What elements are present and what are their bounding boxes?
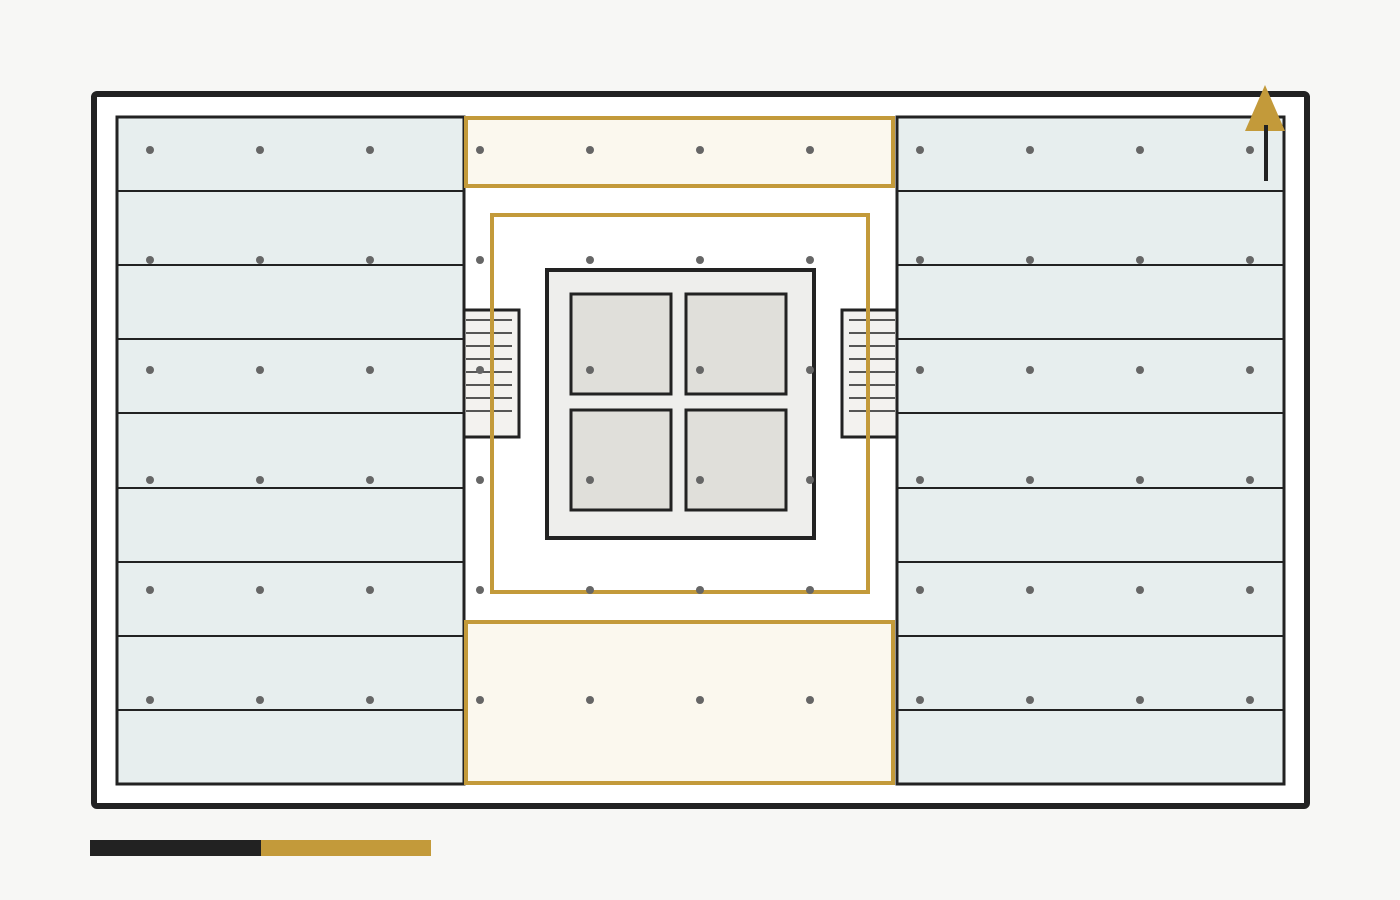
north-arrow-icon [1245,85,1285,181]
core-room-4 [684,408,788,512]
column-marker [476,146,484,154]
column-marker [366,476,374,484]
column-marker [476,476,484,484]
column-marker [806,366,814,374]
column-marker [1026,586,1034,594]
column-marker [1246,366,1254,374]
column-marker [916,146,924,154]
column-marker [476,586,484,594]
column-marker [916,256,924,264]
core-room-2 [684,292,788,396]
column-marker [256,476,264,484]
left-wing-area [115,115,466,786]
column-marker [366,256,374,264]
scale-bar [90,840,431,856]
column-marker [366,366,374,374]
column-marker [146,146,154,154]
column-marker [696,256,704,264]
column-marker [696,696,704,704]
column-marker [916,366,924,374]
column-marker [696,586,704,594]
atrium-boundary [490,213,870,594]
column-marker [1026,476,1034,484]
column-marker [366,696,374,704]
column-marker [806,696,814,704]
right-wing-area [895,115,1286,786]
column-marker [146,696,154,704]
column-marker [1136,366,1144,374]
column-marker [1246,256,1254,264]
scale-bar-segment-dark [90,840,261,856]
column-marker [476,366,484,374]
column-marker [256,586,264,594]
column-marker [696,476,704,484]
column-marker [256,696,264,704]
column-marker [1136,146,1144,154]
column-marker [916,696,924,704]
column-marker [1136,696,1144,704]
structural-grid [146,146,1254,704]
column-marker [146,586,154,594]
left-office-wing [115,115,466,786]
scale-bar-segment-accent [261,840,431,856]
column-marker [476,256,484,264]
column-marker [366,146,374,154]
column-marker [1026,146,1034,154]
column-marker [586,696,594,704]
column-marker [256,366,264,374]
column-marker [146,256,154,264]
column-marker [1026,256,1034,264]
column-marker [696,146,704,154]
south-block [464,620,895,785]
column-marker [1246,476,1254,484]
column-marker [916,476,924,484]
column-marker [1136,586,1144,594]
column-marker [586,256,594,264]
column-marker [696,366,704,374]
core-room-3 [569,408,673,512]
column-marker [806,256,814,264]
column-marker [1246,696,1254,704]
column-marker [366,586,374,594]
column-marker [1246,586,1254,594]
core-room-1 [569,292,673,396]
column-marker [806,586,814,594]
column-marker [586,476,594,484]
column-marker [1246,146,1254,154]
column-marker [806,476,814,484]
column-marker [586,586,594,594]
column-marker [146,366,154,374]
column-marker [256,146,264,154]
north-block [464,116,895,188]
column-marker [1136,476,1144,484]
column-marker [806,146,814,154]
column-marker [1026,366,1034,374]
column-marker [256,256,264,264]
column-marker [1026,696,1034,704]
column-marker [586,146,594,154]
column-marker [1136,256,1144,264]
right-office-wing [895,115,1286,786]
column-marker [476,696,484,704]
north-arrow-head [1245,85,1285,131]
column-marker [586,366,594,374]
column-marker [916,586,924,594]
column-marker [146,476,154,484]
